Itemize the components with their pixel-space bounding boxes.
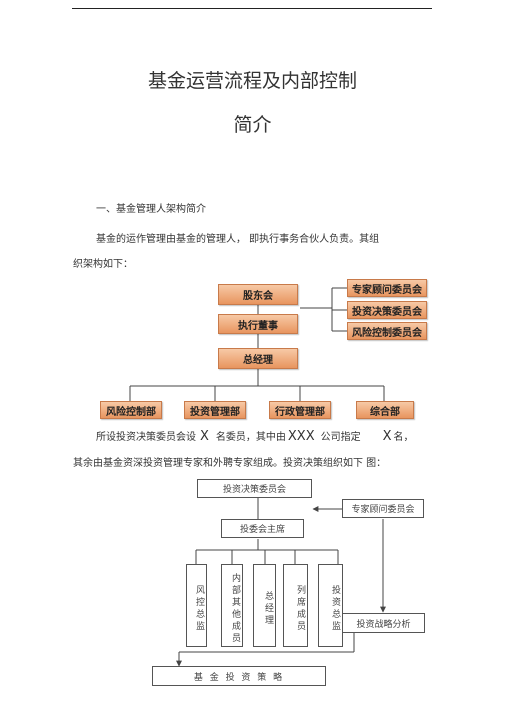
section-heading: 一、基金管理人架构简介 xyxy=(96,204,206,215)
flow-member-investment-director: 投资总监 xyxy=(318,564,343,647)
flow-expert-committee-box: 专家顾问委员会 xyxy=(342,499,424,518)
org-department-risk: 风险控制部 xyxy=(100,401,162,419)
flow-member-general-manager: 总经理 xyxy=(253,564,276,647)
org-investment-committee-box: 投资决策委员会 xyxy=(347,301,427,319)
para2-text: 名委员，其中由 xyxy=(215,432,286,443)
flow-member-internal-others: 内部其他成员 xyxy=(221,564,243,647)
paragraph-line: 基金的运作管理由基金的管理人， 即执行事务合伙人负责。其组 xyxy=(96,234,380,245)
flow-strategy-analysis-box: 投资战略分析 xyxy=(342,613,425,633)
paragraph-line: 其余由基金资深投资管理专家和外聘专家组成。投资决策组织如下 图： xyxy=(73,458,387,469)
flow-member-risk-director: 风控总监 xyxy=(186,564,207,647)
org-shareholders-box: 股东会 xyxy=(218,284,298,305)
org-department-general: 综合部 xyxy=(356,401,414,419)
para2-text: 公司指定 xyxy=(320,432,361,443)
paragraph-line: 所设投资决策委员会设 X 名委员，其中由 XXX 公司指定 X 名， xyxy=(96,428,414,444)
placeholder-x: X xyxy=(200,429,209,444)
org-department-investment: 投资管理部 xyxy=(184,401,246,419)
paragraph-line: 织架构如下： xyxy=(73,259,133,270)
placeholder-x: X xyxy=(382,429,392,444)
page-title: 基金运营流程及内部控制 xyxy=(147,70,357,92)
org-expert-committee-box: 专家顾问委员会 xyxy=(347,279,427,297)
flow-fund-strategy-box: 基 金 投 资 策 略 xyxy=(152,666,326,686)
org-general-manager-box: 总经理 xyxy=(218,348,298,369)
page-subtitle: 简介 xyxy=(233,114,272,136)
org-risk-committee-box: 风险控制委员会 xyxy=(347,322,427,340)
placeholder-xxx: XXX xyxy=(287,429,315,444)
para2-text: 所设投资决策委员会设 xyxy=(96,432,196,443)
flow-investment-committee-box: 投资决策委员会 xyxy=(197,479,312,498)
org-executive-director-box: 执行董事 xyxy=(218,314,298,334)
para2-text: 名， xyxy=(393,432,414,443)
header-rule xyxy=(72,8,432,9)
flow-chair-box: 投委会主席 xyxy=(221,519,304,538)
org-department-admin: 行政管理部 xyxy=(269,401,331,419)
flow-member-attendees: 列席成员 xyxy=(283,564,308,647)
